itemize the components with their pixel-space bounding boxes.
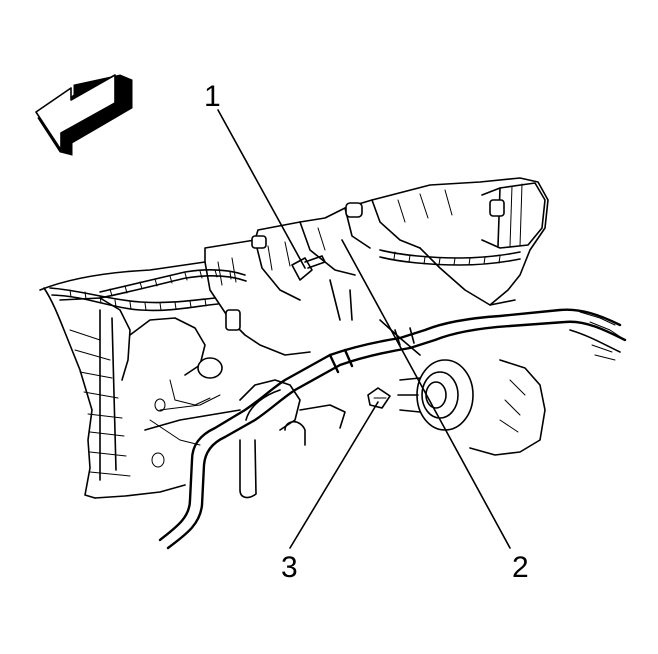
fuel-lines bbox=[158, 308, 627, 550]
callout-1: 1 bbox=[204, 80, 221, 113]
bolt-1 bbox=[291, 255, 326, 281]
callout-2: 2 bbox=[512, 551, 529, 584]
front-direction-arrow-icon bbox=[35, 74, 133, 156]
transmission-body bbox=[39, 177, 549, 499]
bolt-3 bbox=[367, 387, 391, 409]
callout-3: 3 bbox=[281, 551, 298, 584]
wiring-harness bbox=[49, 249, 521, 312]
leader-lines bbox=[217, 109, 511, 549]
